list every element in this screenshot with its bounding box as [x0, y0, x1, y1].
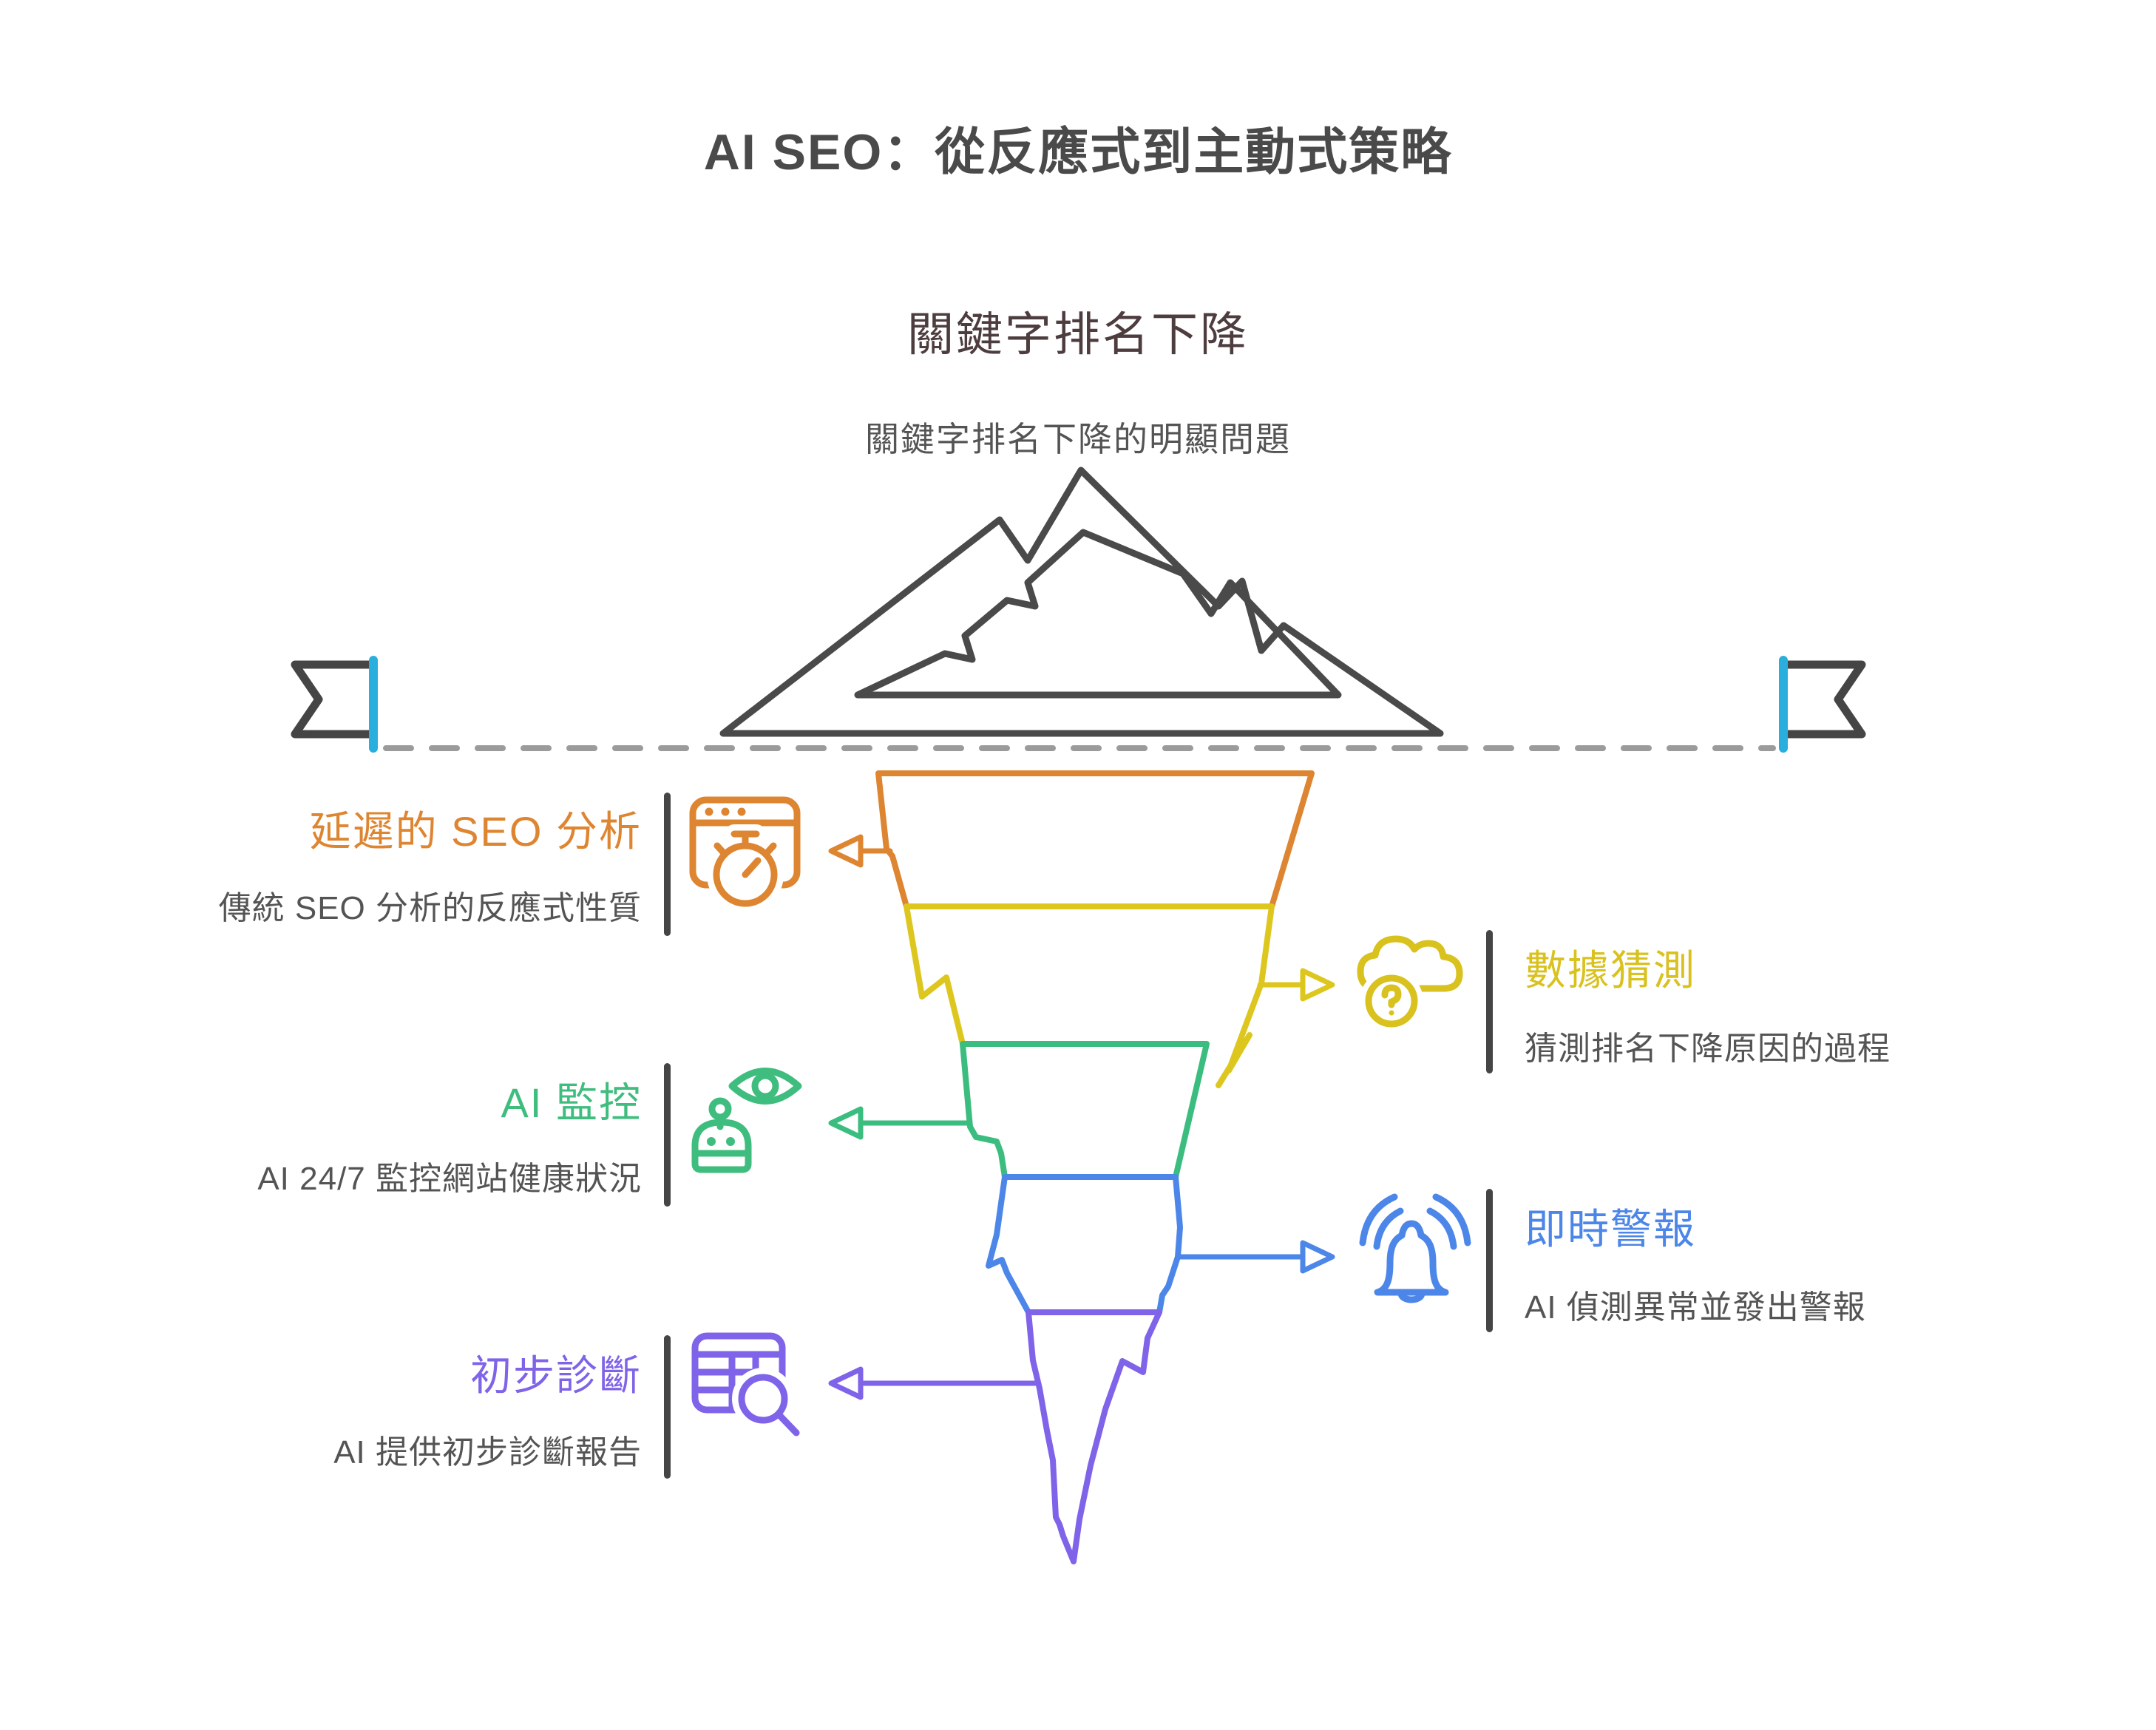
connector-arrow-yellow: [1257, 968, 1335, 1002]
connector-arrow-green: [828, 1106, 972, 1140]
level-title-preliminary-diagnosis: 初步診斷: [470, 1352, 642, 1399]
table-search-icon: [691, 1332, 806, 1442]
browser-stopwatch-icon: [689, 796, 801, 912]
level-title-data-guessing: 數據猜測: [1525, 947, 1696, 994]
label-divider: [664, 1063, 671, 1207]
connector-arrow-blue: [1175, 1240, 1335, 1274]
level-desc-ai-monitoring: AI 24/7 監控網站健康狀況: [257, 1161, 642, 1197]
label-divider: [664, 793, 671, 936]
robot-eye-icon: [691, 1068, 802, 1173]
label-divider: [1486, 1189, 1493, 1332]
mountain-icon: [719, 467, 1444, 737]
level-desc-data-guessing: 猜測排名下降原因的過程: [1525, 1031, 1891, 1067]
level-title-instant-alerts: 即時警報: [1525, 1206, 1696, 1252]
label-divider: [664, 1335, 671, 1479]
funnel-level-2: [904, 903, 1275, 1088]
level-desc-preliminary-diagnosis: AI 提供初步診斷報告: [333, 1434, 642, 1470]
page-title: AI SEO：從反應式到主動式策略: [703, 124, 1453, 180]
stage-title: 關鍵字排名下降: [907, 309, 1249, 361]
funnel-level-4: [986, 1174, 1183, 1315]
flag-left-icon: [291, 656, 378, 753]
funnel-level-3: [960, 1041, 1210, 1180]
connector-arrow-orange: [828, 834, 893, 868]
level-desc-delayed-seo: 傳統 SEO 分析的反應式性質: [218, 890, 642, 926]
level-title-ai-monitoring: AI 監控: [501, 1079, 642, 1126]
cloud-question-icon: [1357, 935, 1463, 1033]
connector-arrow-purple: [828, 1366, 1040, 1400]
funnel-level-1: [875, 770, 1315, 909]
funnel-level-5: [1026, 1309, 1162, 1564]
flag-right-icon: [1779, 656, 1866, 753]
stage-subtitle: 關鍵字排名下降的明顯問題: [865, 420, 1291, 458]
bell-alert-icon: [1359, 1193, 1471, 1303]
label-divider: [1486, 930, 1493, 1073]
level-desc-instant-alerts: AI 偵測異常並發出警報: [1525, 1289, 1866, 1326]
level-title-delayed-seo: 延遲的 SEO 分析: [309, 808, 642, 855]
